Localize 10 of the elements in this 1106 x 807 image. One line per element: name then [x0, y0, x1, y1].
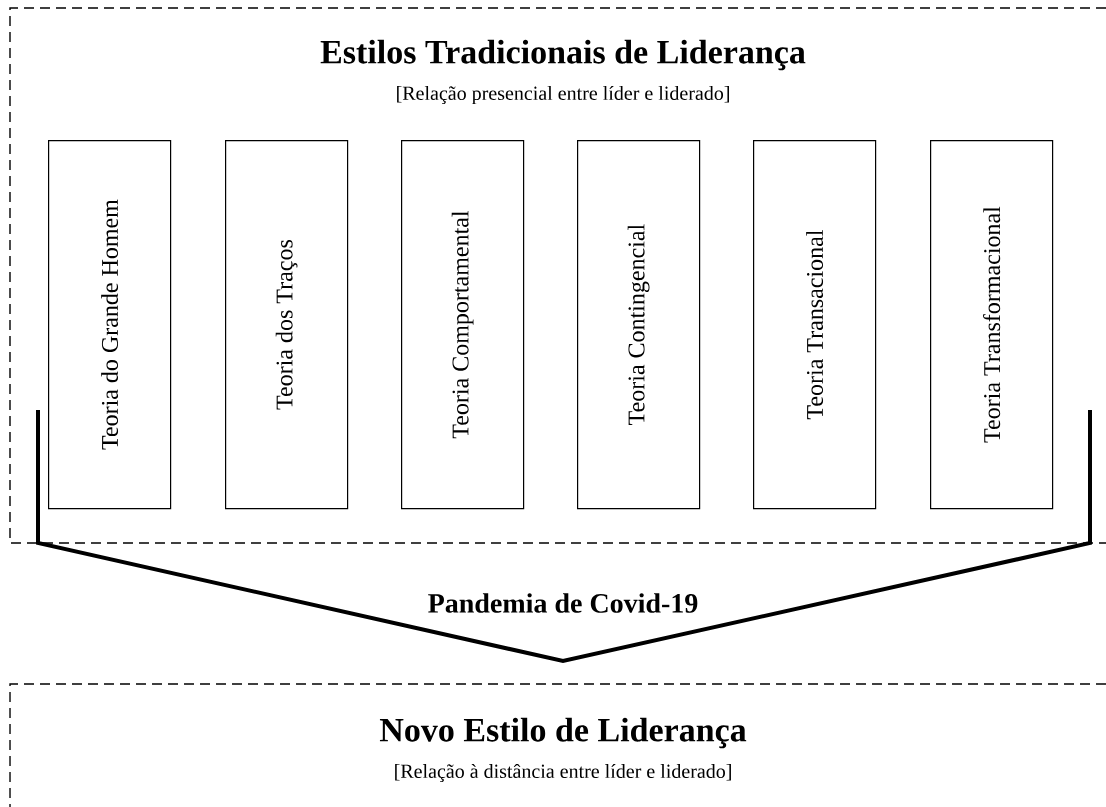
theory-box: Teoria Contingencial	[577, 140, 701, 510]
panel-title: Estilos Tradicionais de Liderança	[320, 39, 806, 71]
theory-box: Teoria dos Traços	[225, 140, 349, 510]
panel-subtitle: [Relação à distância entre líder e liderado]	[395, 763, 731, 783]
theory-box: Teoria Transacional	[753, 140, 877, 510]
panel-title: Novo Estilo de Liderança	[379, 717, 747, 749]
theory-box: Teoria do Grande Homem	[48, 140, 172, 510]
panel-subtitle: [Relação presencial entre líder e liderado]	[397, 85, 729, 105]
theory-box: Teoria Comportamental	[401, 140, 525, 510]
theory-box: Teoria Transformacional	[930, 140, 1054, 510]
